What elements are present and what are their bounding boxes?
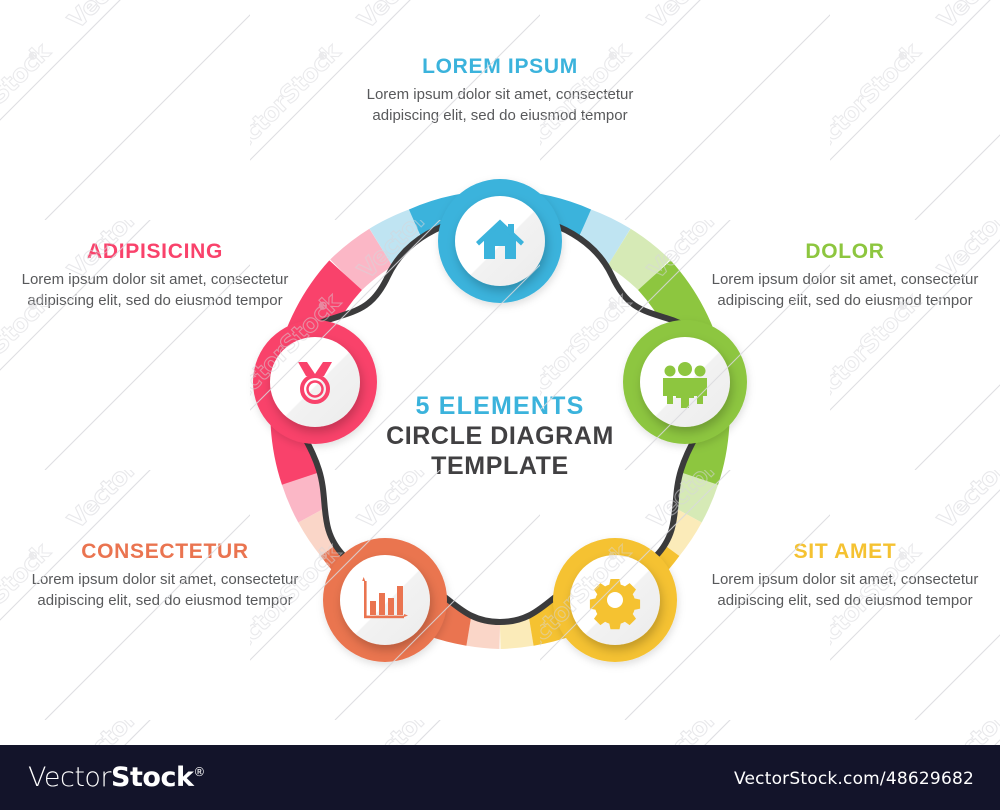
center-title-line3: TEMPLATE — [431, 451, 569, 480]
center-title-block: 5 ELEMENTS CIRCLE DIAGRAM TEMPLATE — [355, 392, 645, 481]
label-desc-top: Lorem ipsum dolor sit amet, consectetur … — [366, 86, 634, 125]
registered-mark-icon: ® — [193, 765, 205, 779]
center-title-line1: 5 ELEMENTS — [415, 392, 585, 420]
label-block-bottom-left: CONSECTETUR Lorem ipsum dolor sit amet, … — [20, 540, 310, 612]
label-desc-left: Lorem ipsum dolor sit amet, consectetur … — [21, 271, 289, 310]
label-block-left: ADIPISICING Lorem ipsum dolor sit amet, … — [10, 240, 300, 312]
label-block-right: DOLOR Lorem ipsum dolor sit amet, consec… — [700, 240, 990, 312]
node-top-blue[interactable] — [438, 179, 562, 303]
footer-bar: VectorStock® VectorStock.com/48629682 — [0, 745, 1000, 810]
node-bottomleft-orange[interactable] — [323, 538, 447, 662]
label-desc-right: Lorem ipsum dolor sit amet, consectetur … — [711, 271, 979, 310]
label-desc-bottom-right: Lorem ipsum dolor sit amet, consectetur … — [711, 571, 979, 610]
vectorstock-logo: VectorStock® — [28, 762, 205, 793]
label-block-bottom-right: SIT AMET Lorem ipsum dolor sit amet, con… — [700, 540, 990, 612]
label-title-bottom-right: SIT AMET — [793, 540, 897, 563]
gear-icon — [589, 579, 641, 630]
label-title-left: ADIPISICING — [86, 240, 224, 263]
label-desc-bottom-left: Lorem ipsum dolor sit amet, consectetur … — [31, 571, 299, 610]
center-title-line2: CIRCLE DIAGRAM — [386, 421, 614, 450]
people-icon — [663, 362, 707, 408]
label-title-bottom-left: CONSECTETUR — [81, 540, 249, 563]
label-title-right: DOLOR — [805, 240, 885, 263]
footer-url: VectorStock.com/48629682 — [734, 769, 974, 789]
logo-text-vector: Vector — [28, 762, 112, 793]
label-block-top: LOREM IPSUM Lorem ipsum dolor sit amet, … — [350, 55, 650, 127]
label-title-top: LOREM IPSUM — [422, 55, 578, 78]
node-bottomright-yellow[interactable] — [553, 538, 677, 662]
logo-text-stock: Stock — [111, 762, 194, 793]
